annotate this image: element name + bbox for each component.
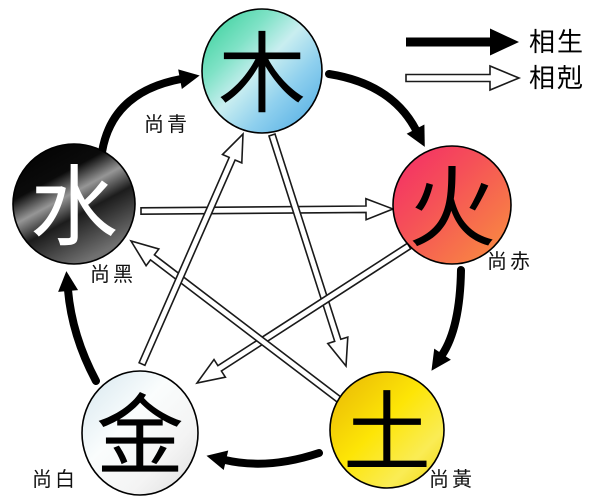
water-color-label: 尚黑 (90, 262, 136, 286)
metal-character: 金 (96, 385, 184, 488)
generating-arrow-fire-earth (431, 266, 465, 371)
wood-character: 木 (218, 23, 306, 126)
fire-character: 火 (408, 157, 496, 260)
fire-color-label: 尚赤 (487, 249, 533, 273)
fire-circle (392, 145, 512, 265)
overcoming-arrow-water-fire (140, 197, 396, 221)
overcoming-arrow-earth-water (129, 239, 345, 405)
generating-arrow-earth-metal (206, 449, 323, 470)
wood-element: 木尚青 (144, 8, 323, 136)
water-character: 水 (30, 156, 118, 259)
generating-arrow-wood-fire (325, 70, 425, 147)
metal-color-label: 尚白 (32, 467, 78, 491)
legend: 相生 相剋 (405, 28, 585, 94)
earth-element: 土尚黃 (329, 371, 475, 491)
water-circle (12, 143, 136, 265)
generating-cycle-arrows (58, 69, 465, 470)
overcoming-cycle-arrows (129, 131, 412, 405)
earth-circle (329, 371, 445, 489)
metal-circle (81, 370, 199, 496)
metal-element: 金尚白 (32, 370, 199, 496)
generating-arrow-icon (406, 28, 519, 56)
wood-circle (201, 8, 323, 134)
overcoming-arrow-wood-earth (267, 132, 349, 369)
overcoming-arrow-fire-metal (195, 242, 412, 385)
earth-color-label: 尚黃 (429, 467, 475, 491)
water-element: 水尚黑 (12, 143, 136, 286)
overcoming-arrow-icon (405, 64, 522, 92)
overcoming-arrow-metal-wood (138, 131, 244, 367)
generating-arrow-metal-water (58, 271, 100, 385)
legend-overcoming-label: 相剋 (529, 64, 585, 94)
generating-arrow-water-wood (98, 69, 200, 156)
fire-element: 火尚赤 (392, 145, 533, 273)
wood-color-label: 尚青 (144, 112, 190, 136)
earth-character: 土 (343, 382, 431, 485)
legend-generating-label: 相生 (529, 28, 585, 58)
